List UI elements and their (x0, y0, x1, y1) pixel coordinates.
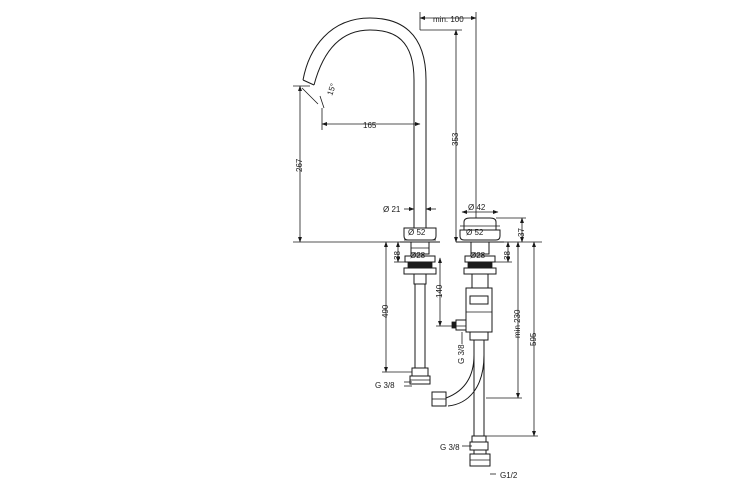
label-595: 595 (529, 332, 538, 346)
label-38-right: 38 (503, 251, 512, 260)
label-g38-left: G 3/8 (375, 381, 395, 390)
label-g38-bottom: G 3/8 (440, 443, 460, 452)
label-353: 353 (451, 132, 460, 146)
label-dia-52-drain: Ø 52 (466, 228, 484, 237)
bottom-hose (469, 398, 491, 467)
label-dia-21: Ø 21 (383, 205, 401, 214)
label-140: 140 (435, 284, 444, 298)
connector-hose (431, 354, 485, 407)
label-g38-mid: G 3/8 (457, 344, 466, 364)
dimension-lines (293, 12, 542, 475)
label-min-100: min. 100 (433, 15, 464, 24)
drain-assembly (451, 217, 504, 398)
label-38-left: 38 (393, 251, 402, 260)
label-dia-42: Ø 42 (468, 203, 486, 212)
label-15-degree: 15° (325, 82, 338, 96)
spout-outline (302, 17, 427, 228)
label-dia-52-spout: Ø 52 (408, 228, 426, 237)
label-37: 37 (517, 228, 526, 237)
label-dia-28-left: Ø28 (410, 251, 426, 260)
label-165: 165 (363, 121, 377, 130)
label-dia-28-right: Ø28 (470, 251, 486, 260)
label-g12: G1/2 (500, 471, 518, 480)
label-490: 490 (381, 304, 390, 318)
dimension-labels: min. 100 15° 165 267 353 Ø 21 Ø 42 Ø 52 … (295, 15, 538, 480)
left-hose (409, 284, 431, 385)
label-267: 267 (295, 158, 304, 172)
label-min-230: min 230 (513, 309, 522, 338)
